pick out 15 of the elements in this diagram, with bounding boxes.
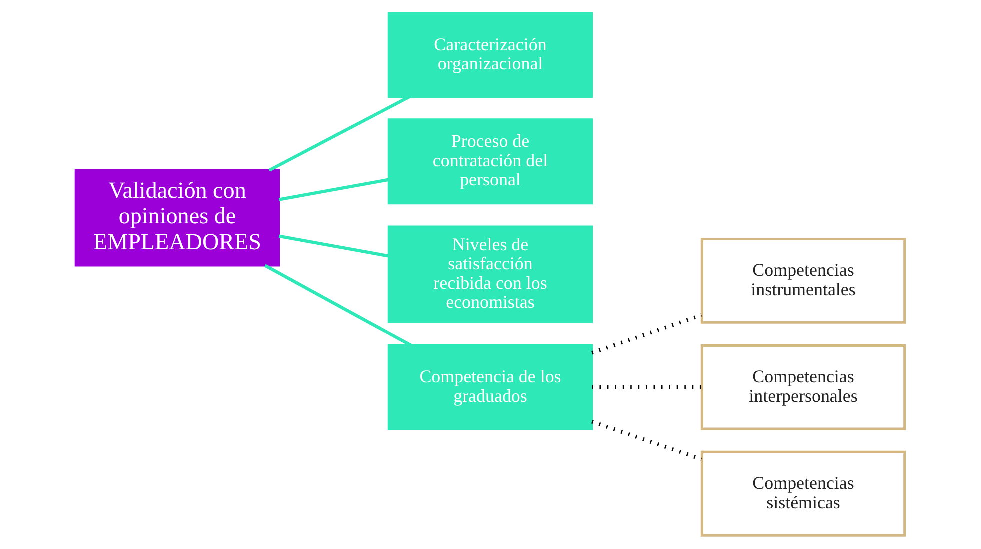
- node-box: Caracterización organizacional: [388, 12, 594, 98]
- connector: [592, 420, 702, 462]
- connector: [278, 178, 389, 202]
- node-box: Competencias instrumentales: [700, 238, 906, 324]
- node-box: Validación con opiniones de EMPLEADORES: [74, 169, 280, 267]
- node-box: Competencias interpersonales: [700, 344, 906, 430]
- node-box: Proceso de contratación del personal: [388, 118, 594, 205]
- connector: [278, 234, 389, 258]
- connector: [264, 264, 412, 348]
- node-box: Competencias sistémicas: [700, 450, 906, 537]
- connector: [268, 96, 410, 172]
- connector: [592, 314, 702, 355]
- node-box: Niveles de satisfacción recibida con los economistas: [388, 226, 594, 324]
- node-box: Competencia de los graduados: [388, 344, 594, 430]
- connector: [592, 385, 702, 390]
